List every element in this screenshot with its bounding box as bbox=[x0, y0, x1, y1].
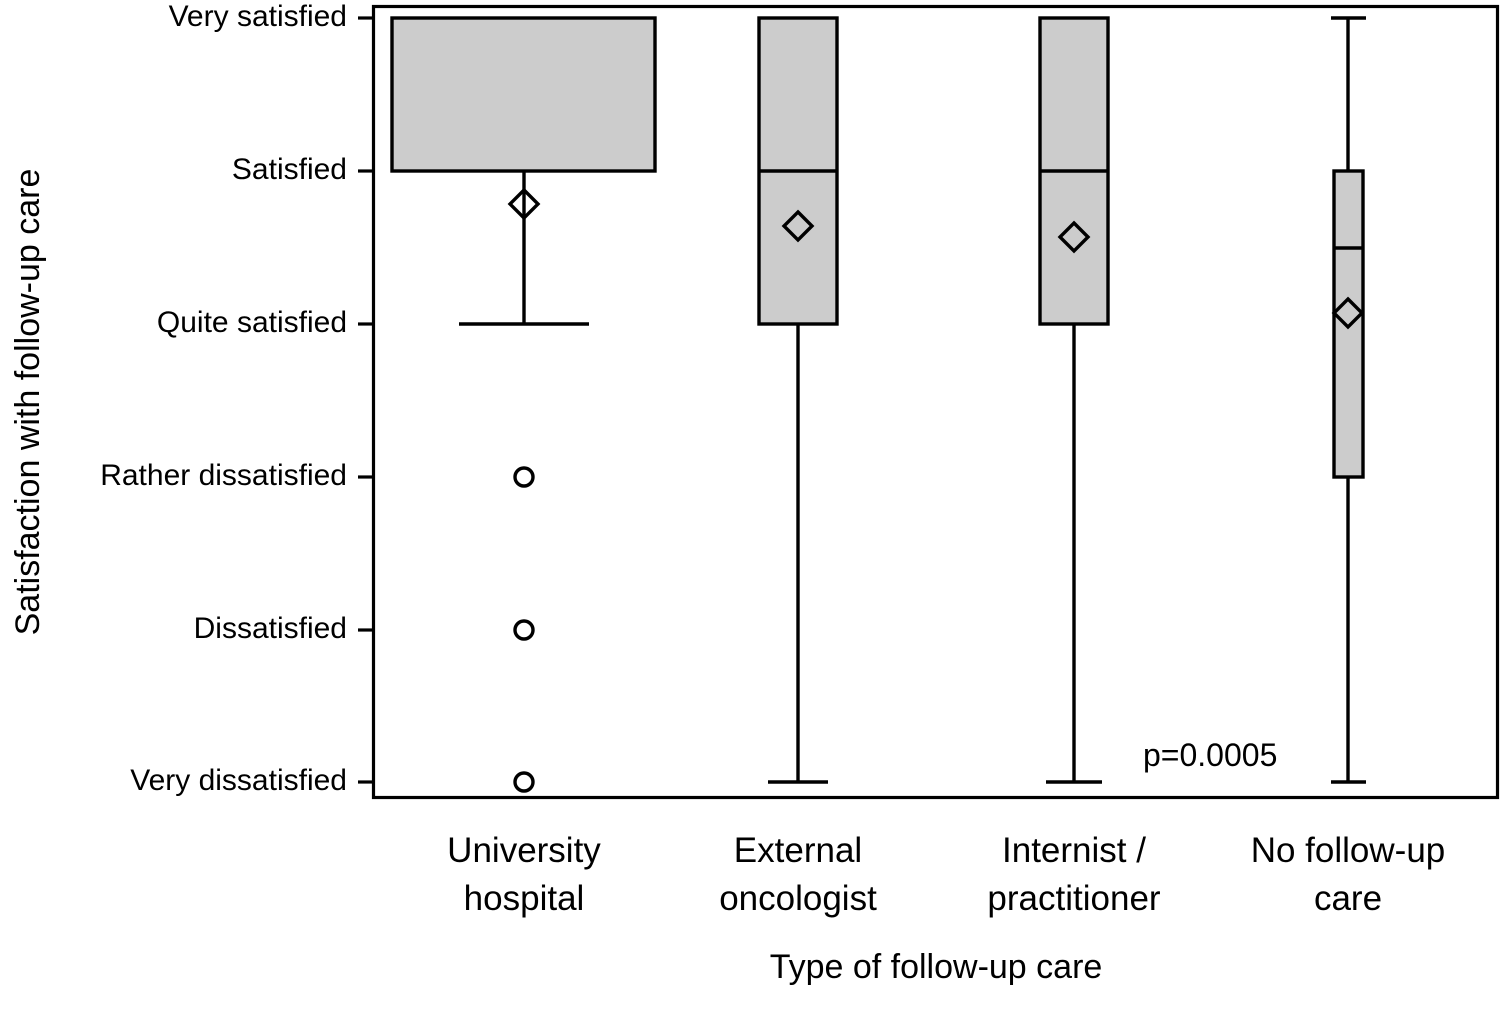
outlier-point bbox=[513, 771, 535, 793]
x-category-label-internist-practitioner-line1: Internist / bbox=[1002, 831, 1146, 870]
y-axis-tick-labels: Very satisfied Satisfied Quite satisfied… bbox=[100, 0, 347, 797]
plot-frame bbox=[371, 4, 1500, 800]
x-category-label-external-oncologist-line1: External bbox=[734, 831, 862, 870]
x-category-label-university-hospital-line2: hospital bbox=[464, 879, 585, 918]
x-axis-title: Type of follow-up care bbox=[770, 948, 1103, 986]
outlier-point bbox=[513, 619, 535, 641]
x-category-label-external-oncologist-line2: oncologist bbox=[719, 879, 877, 918]
y-tick-label-very-satisfied: Very satisfied bbox=[169, 0, 347, 33]
y-axis-ticks bbox=[358, 16, 373, 784]
p-value-annotation: p=0.0005 bbox=[1143, 737, 1277, 773]
y-tick-label-satisfied: Satisfied bbox=[232, 153, 347, 186]
x-category-label-no-follow-up-care-line2: care bbox=[1314, 879, 1382, 918]
x-category-label-internist-practitioner-line2: practitioner bbox=[987, 879, 1160, 918]
boxplot-group-no-follow-up-care bbox=[1331, 16, 1366, 784]
mean-diamond bbox=[507, 187, 541, 221]
boxplot-group-external-oncologist bbox=[757, 16, 839, 784]
x-axis-category-labels: University hospital External oncologist … bbox=[447, 831, 1445, 918]
mean-diamond bbox=[781, 209, 815, 243]
boxplot-group-internist-practitioner bbox=[1038, 16, 1110, 784]
y-tick-label-quite-satisfied: Quite satisfied bbox=[157, 306, 347, 339]
mean-diamond bbox=[1057, 220, 1091, 254]
outlier-point bbox=[513, 466, 535, 488]
mean-diamond bbox=[1331, 296, 1365, 330]
y-tick-label-very-dissatisfied: Very dissatisfied bbox=[130, 764, 347, 797]
y-tick-label-dissatisfied: Dissatisfied bbox=[194, 612, 347, 645]
y-tick-label-rather-dissatisfied: Rather dissatisfied bbox=[100, 459, 347, 492]
box-rect bbox=[390, 16, 657, 173]
y-axis-title: Satisfaction with follow-up care bbox=[9, 169, 47, 636]
x-category-label-no-follow-up-care-line1: No follow-up bbox=[1251, 831, 1446, 870]
boxplot-group-university-hospital bbox=[390, 16, 657, 793]
box-rect bbox=[1332, 169, 1365, 479]
x-category-label-university-hospital-line1: University bbox=[447, 831, 601, 870]
